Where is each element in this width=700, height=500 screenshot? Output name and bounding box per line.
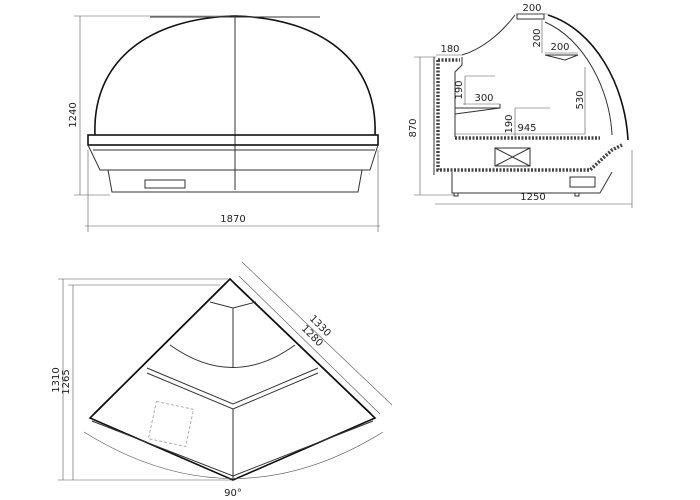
front-top-rail (87, 134, 379, 146)
front-base (107, 169, 363, 193)
front-height-label: 1240 (68, 102, 79, 127)
side-deck-depth-label: 945 (517, 123, 536, 134)
front-width-label: 1870 (220, 214, 245, 225)
plan-depth-outer-label: 1310 (51, 367, 62, 392)
side-depth-label: 1250 (520, 192, 545, 203)
side-shelf-depth-label: 300 (474, 93, 493, 104)
plan-angle-label: 90° (224, 488, 242, 499)
side-lamp-depth-label: 200 (550, 42, 569, 53)
plan-hidden-unit (147, 400, 195, 448)
plan-depth-inner-label: 1265 (61, 369, 72, 394)
front-control-panel (144, 179, 186, 189)
plan-angle-arc (83, 431, 384, 479)
side-shelf-height-label: 190 (454, 80, 465, 99)
side-lamp-width-label: 200 (522, 3, 541, 14)
front-view: 1240 1870 (68, 15, 380, 232)
side-glass-height-label: 530 (575, 90, 586, 109)
side-lamp-drop-label: 200 (532, 28, 543, 47)
side-deck-clearance-label: 190 (504, 114, 515, 133)
side-top-canopy (461, 14, 516, 56)
side-top-width-label: 180 (440, 44, 459, 55)
side-front-glass (547, 14, 629, 141)
plan-view: 90° 1310 1265 1330 1280 (51, 261, 393, 499)
side-view: 870 1250 180 200 200 200 190 300 190 945… (408, 3, 633, 208)
side-height-label: 870 (408, 118, 419, 137)
